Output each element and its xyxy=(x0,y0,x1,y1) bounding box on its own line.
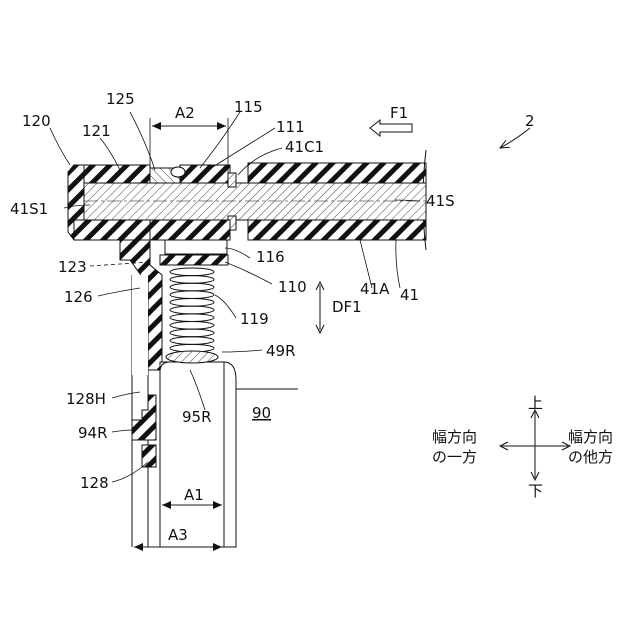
legend-up: 上 xyxy=(528,394,543,412)
spring-coil xyxy=(170,276,214,284)
block-49R xyxy=(160,351,236,547)
label-A2: A2 xyxy=(175,104,195,122)
seat-110 xyxy=(160,255,228,265)
label-128H: 128H xyxy=(66,390,106,408)
label-110: 110 xyxy=(278,278,307,296)
label-49R: 49R xyxy=(266,342,296,360)
legend-down: 下 xyxy=(528,482,543,500)
spring-coil xyxy=(170,283,214,291)
spring-coil xyxy=(170,291,214,299)
spring-coil xyxy=(170,321,214,329)
collar-125 xyxy=(150,167,185,183)
legend-left-line1: 幅方向 xyxy=(432,428,477,446)
label-41S1: 41S1 xyxy=(10,200,48,218)
legend-right-line1: 幅方向 xyxy=(568,428,613,446)
shaft-41S xyxy=(84,183,426,220)
plate-116 xyxy=(150,220,230,254)
label-41S: 41S xyxy=(426,192,455,210)
spring-coil xyxy=(170,337,214,345)
label-128: 128 xyxy=(80,474,109,492)
label-94R: 94R xyxy=(78,424,108,442)
label-90: 90 xyxy=(252,404,271,422)
label-DF1: DF1 xyxy=(332,298,362,316)
force-F1-arrow xyxy=(370,120,412,136)
spring-coil xyxy=(170,329,214,337)
label-F1: F1 xyxy=(390,104,408,122)
label-41C1: 41C1 xyxy=(285,138,324,156)
figure-number-arrow xyxy=(500,128,530,148)
label-figure-2: 2 xyxy=(525,112,535,130)
label-41: 41 xyxy=(400,286,419,304)
label-120: 120 xyxy=(22,112,51,130)
spring-coil xyxy=(170,299,214,307)
direction-legend: 上 下 幅方向 の一方 幅方向 の他方 xyxy=(432,394,613,500)
spring-119 xyxy=(170,268,214,352)
label-A3: A3 xyxy=(168,526,188,544)
label-121: 121 xyxy=(82,122,111,140)
spring-coil xyxy=(170,306,214,314)
direction-DF1-arrow xyxy=(316,282,324,333)
label-111: 111 xyxy=(276,118,305,136)
legend-left-line2: の一方 xyxy=(432,448,477,466)
label-126: 126 xyxy=(64,288,93,306)
label-116: 116 xyxy=(256,248,285,266)
label-125: 125 xyxy=(106,90,135,108)
spring-coil xyxy=(170,314,214,322)
label-95R: 95R xyxy=(182,408,212,426)
label-119: 119 xyxy=(240,310,269,328)
label-123: 123 xyxy=(58,258,87,276)
label-A1: A1 xyxy=(184,486,204,504)
legend-right-line2: の他方 xyxy=(568,448,613,466)
spring-coil xyxy=(170,268,214,276)
label-115: 115 xyxy=(234,98,263,116)
label-41A: 41A xyxy=(360,280,390,298)
